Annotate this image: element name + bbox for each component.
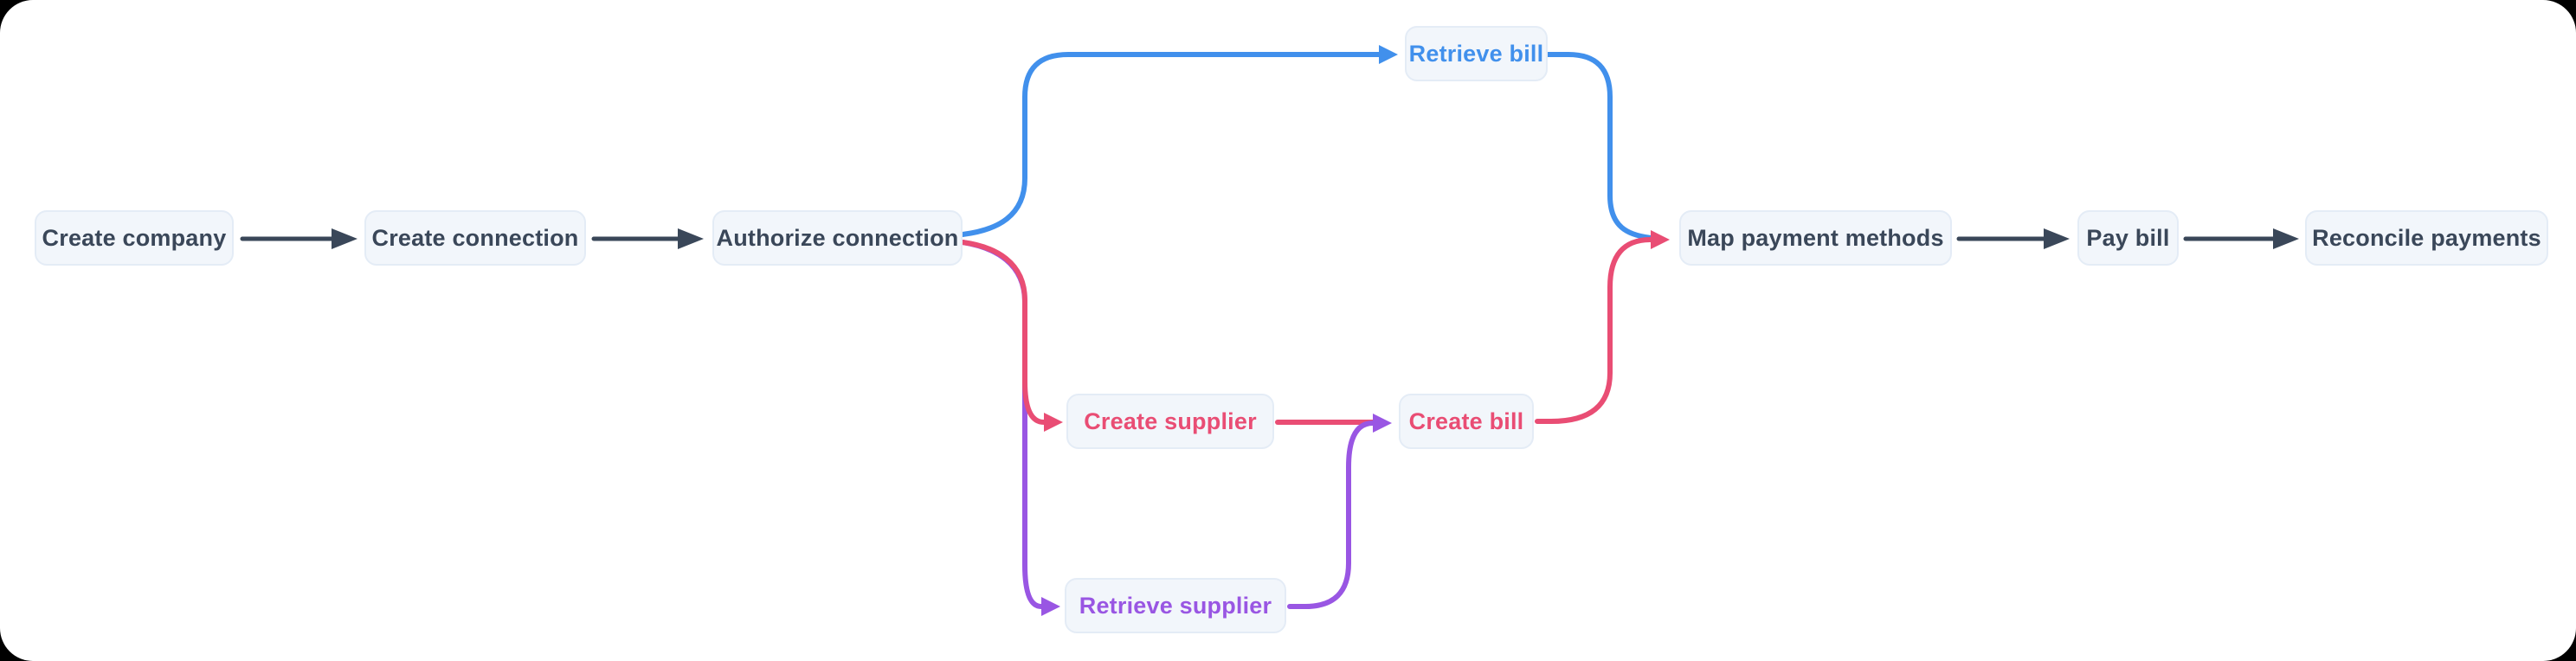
node-create-supplier: Create supplier: [1066, 394, 1274, 449]
node-label: Create connection: [371, 224, 579, 251]
edge-create-bill-to-map-payment-methods: [1535, 237, 1653, 424]
node-label: Create company: [42, 224, 227, 251]
node-label: Map payment methods: [1687, 224, 1944, 251]
node-map-payment-methods: Map payment methods: [1679, 210, 1952, 266]
edge-map-payment-methods-to-pay-bill-arrowhead-icon: [2044, 228, 2070, 249]
node-retrieve-bill: Retrieve bill: [1405, 26, 1548, 81]
node-pay-bill: Pay bill: [2077, 210, 2179, 266]
edge-pay-bill-to-reconcile-payments-arrowhead-icon: [2273, 228, 2299, 249]
edge-authorize-to-retrieve-supplier-arrowhead-icon: [1041, 597, 1060, 616]
edge-authorize-to-retrieve-bill-arrowhead-icon: [1379, 45, 1398, 64]
edge-create-connection-to-authorize-connection-arrowhead-icon: [678, 228, 704, 249]
edge-authorize-to-retrieve-bill: [960, 52, 1381, 237]
node-label: Retrieve bill: [1408, 40, 1544, 67]
node-label: Create supplier: [1084, 408, 1257, 434]
edge-authorize-to-create-supplier-arrowhead-icon: [1044, 413, 1063, 432]
edge-create-bill-to-map-payment-methods-arrowhead-icon: [1651, 230, 1670, 249]
node-reconcile-payments: Reconcile payments: [2305, 210, 2548, 266]
edge-authorize-to-create-supplier: [960, 240, 1046, 425]
node-retrieve-supplier: Retrieve supplier: [1065, 578, 1286, 633]
edge-retrieve-supplier-to-create-bill-arrowhead-icon: [1373, 414, 1392, 433]
edge-authorize-to-retrieve-supplier: [960, 240, 1044, 609]
edge-retrieve-bill-to-map-payment-methods: [1545, 52, 1654, 241]
node-authorize-connection: Authorize connection: [712, 210, 963, 266]
node-label: Pay bill: [2086, 224, 2170, 251]
node-label: Retrieve supplier: [1079, 592, 1272, 619]
node-label: Authorize connection: [716, 224, 959, 251]
node-label: Create bill: [1408, 408, 1524, 434]
edge-create-company-to-create-connection-arrowhead-icon: [332, 228, 357, 249]
node-create-bill: Create bill: [1399, 394, 1534, 449]
node-label: Reconcile payments: [2312, 224, 2541, 251]
node-create-connection: Create connection: [364, 210, 586, 266]
edge-retrieve-supplier-to-create-bill: [1287, 420, 1375, 609]
node-create-company: Create company: [35, 210, 234, 266]
